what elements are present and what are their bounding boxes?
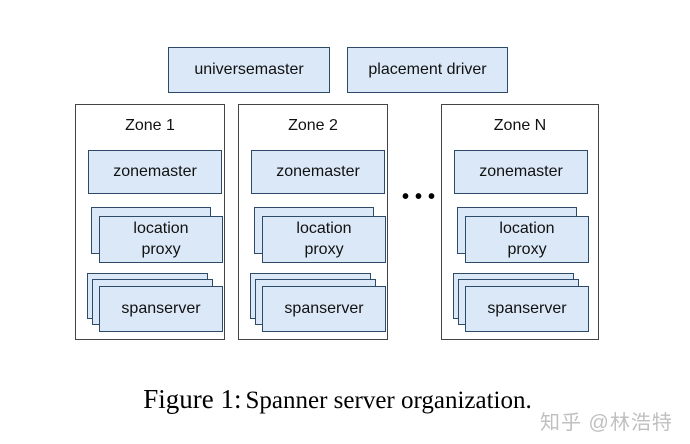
zones-ellipsis: ••• xyxy=(402,186,442,208)
zone-2-spanserver-box: spanserver xyxy=(262,286,386,332)
zone-2-title: Zone 2 xyxy=(288,117,338,134)
zone-n-container: Zone N zonemaster location proxy spanser… xyxy=(441,104,599,340)
placement-driver-box: placement driver xyxy=(347,47,508,93)
zonemaster-label: zonemaster xyxy=(113,163,197,180)
location-proxy-label: location proxy xyxy=(133,219,189,258)
zhihu-watermark: 知乎 @林浩特 xyxy=(540,412,673,434)
location-proxy-label: location proxy xyxy=(499,219,555,258)
zonemaster-label: zonemaster xyxy=(479,163,563,180)
zone-1-title: Zone 1 xyxy=(125,117,175,134)
zone-2-zonemaster-box: zonemaster xyxy=(251,150,385,194)
zone-1-container: Zone 1 zonemaster location proxy spanser… xyxy=(75,104,225,340)
figure-caption: Figure 1: Spanner server organization. xyxy=(0,384,675,415)
zone-1-zonemaster-box: zonemaster xyxy=(88,150,222,194)
zone-1-location-proxy-box: location proxy xyxy=(99,216,223,263)
zone-n-zonemaster-box: zonemaster xyxy=(454,150,588,194)
figure-caption-text-inner: Spanner server organization. xyxy=(245,387,532,414)
zone-n-title: Zone N xyxy=(493,117,547,134)
spanserver-label: spanserver xyxy=(121,300,201,317)
zone-n-spanserver-box: spanserver xyxy=(465,286,589,332)
zone-n-location-proxy-box: location proxy xyxy=(465,216,589,263)
zone-2-location-proxy-box: location proxy xyxy=(262,216,386,263)
figure-caption-number: Figure 1: xyxy=(143,384,242,414)
zone-1-spanserver-box: spanserver xyxy=(99,286,223,332)
placement-driver-label: placement driver xyxy=(368,61,487,78)
figure-caption-text: Spanner server organization. xyxy=(246,387,532,414)
location-proxy-label: location proxy xyxy=(296,219,352,258)
spanserver-label: spanserver xyxy=(487,300,567,317)
universemaster-label: universemaster xyxy=(194,61,304,78)
spanserver-label: spanserver xyxy=(284,300,364,317)
zone-2-container: Zone 2 zonemaster location proxy spanser… xyxy=(238,104,388,340)
universemaster-box: universemaster xyxy=(168,47,330,93)
zonemaster-label: zonemaster xyxy=(276,163,360,180)
